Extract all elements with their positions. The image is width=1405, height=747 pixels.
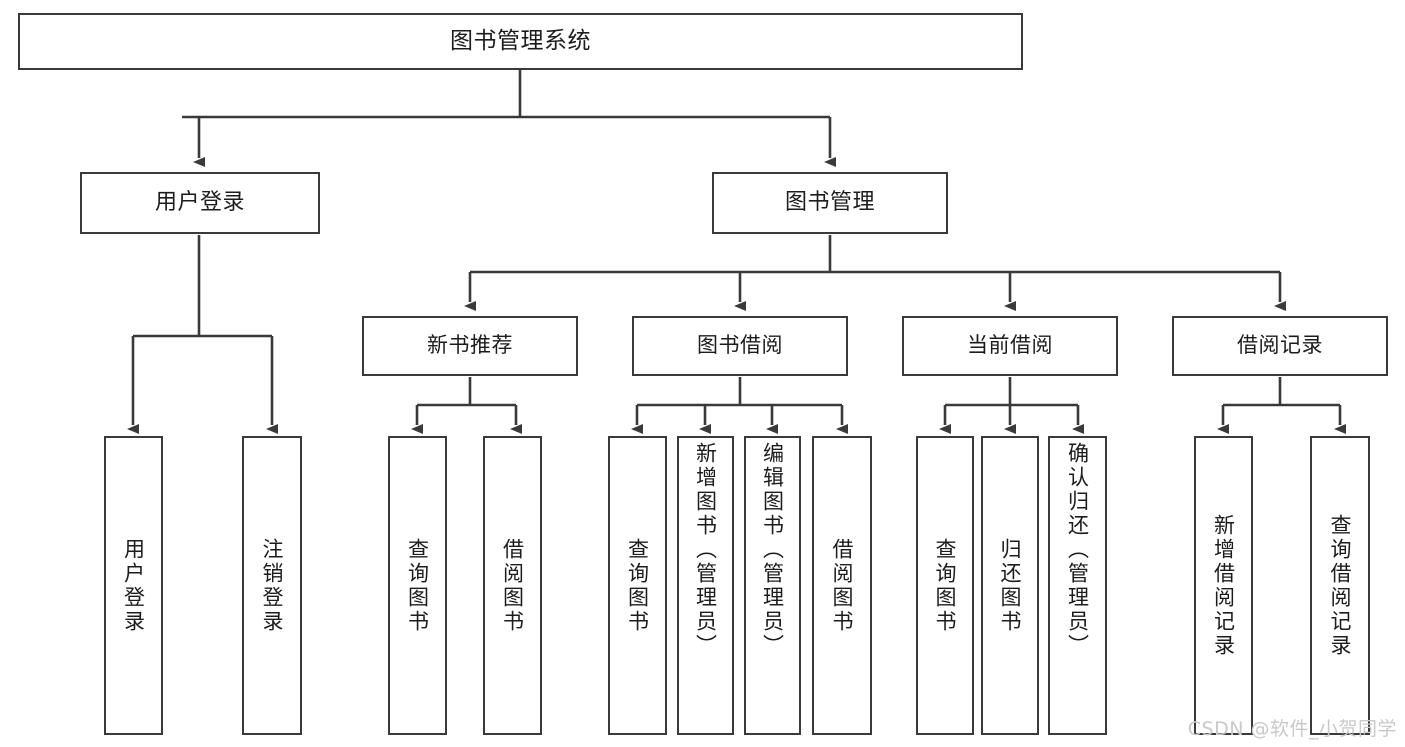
leaf-current-borrow-3-label: 确认归还（管理员） — [1065, 442, 1090, 658]
node-borrow-record-label: 借阅记录 — [1237, 333, 1323, 358]
node-book-management[interactable]: 图书管理 — [712, 172, 948, 234]
leaf-borrow-record-2[interactable]: 查询借阅记录 — [1310, 436, 1370, 735]
node-borrow-record[interactable]: 借阅记录 — [1172, 316, 1388, 376]
node-root[interactable]: 图书管理系统 — [18, 13, 1023, 70]
leaf-current-borrow-3[interactable]: 确认归还（管理员） — [1048, 436, 1107, 735]
node-user-login[interactable]: 用户登录 — [80, 172, 320, 234]
node-root-label: 图书管理系统 — [450, 27, 591, 54]
leaf-current-borrow-1-label: 查询图书 — [933, 537, 958, 634]
leaf-book-borrow-1[interactable]: 查询图书 — [608, 436, 667, 735]
leaf-current-borrow-1[interactable]: 查询图书 — [916, 436, 974, 735]
node-book-borrow-label: 图书借阅 — [697, 333, 783, 358]
leaf-user-login-1-label: 用户登录 — [121, 537, 146, 634]
leaf-recommend-1-label: 查询图书 — [405, 537, 430, 634]
node-book-borrow[interactable]: 图书借阅 — [632, 316, 848, 376]
node-new-book-recommend[interactable]: 新书推荐 — [362, 316, 578, 376]
leaf-book-borrow-1-label: 查询图书 — [625, 537, 650, 634]
node-new-book-recommend-label: 新书推荐 — [427, 333, 513, 358]
leaf-book-borrow-4-label: 借阅图书 — [830, 537, 855, 634]
leaf-book-borrow-2-label: 新增图书（管理员） — [693, 442, 718, 658]
leaf-recommend-1[interactable]: 查询图书 — [388, 436, 447, 735]
leaf-user-login-2[interactable]: 注销登录 — [242, 436, 302, 735]
node-current-borrow[interactable]: 当前借阅 — [902, 316, 1118, 376]
node-user-login-label: 用户登录 — [154, 189, 245, 215]
watermark: CSDN @软件_小贺同学 — [1187, 718, 1397, 740]
leaf-book-borrow-2[interactable]: 新增图书（管理员） — [677, 436, 734, 735]
leaf-book-borrow-3[interactable]: 编辑图书（管理员） — [744, 436, 801, 735]
leaf-book-borrow-4[interactable]: 借阅图书 — [812, 436, 872, 735]
leaf-borrow-record-1-label: 新增借阅记录 — [1211, 513, 1236, 658]
leaf-user-login-1[interactable]: 用户登录 — [104, 436, 163, 735]
leaf-borrow-record-2-label: 查询借阅记录 — [1328, 513, 1353, 658]
leaf-user-login-2-label: 注销登录 — [260, 537, 285, 634]
leaf-recommend-2-label: 借阅图书 — [500, 537, 525, 634]
leaf-recommend-2[interactable]: 借阅图书 — [483, 436, 542, 735]
node-current-borrow-label: 当前借阅 — [967, 333, 1053, 358]
leaf-current-borrow-2[interactable]: 归还图书 — [981, 436, 1039, 735]
leaf-book-borrow-3-label: 编辑图书（管理员） — [760, 442, 785, 658]
node-book-management-label: 图书管理 — [784, 189, 875, 215]
leaf-borrow-record-1[interactable]: 新增借阅记录 — [1194, 436, 1253, 735]
leaf-current-borrow-2-label: 归还图书 — [998, 537, 1023, 634]
